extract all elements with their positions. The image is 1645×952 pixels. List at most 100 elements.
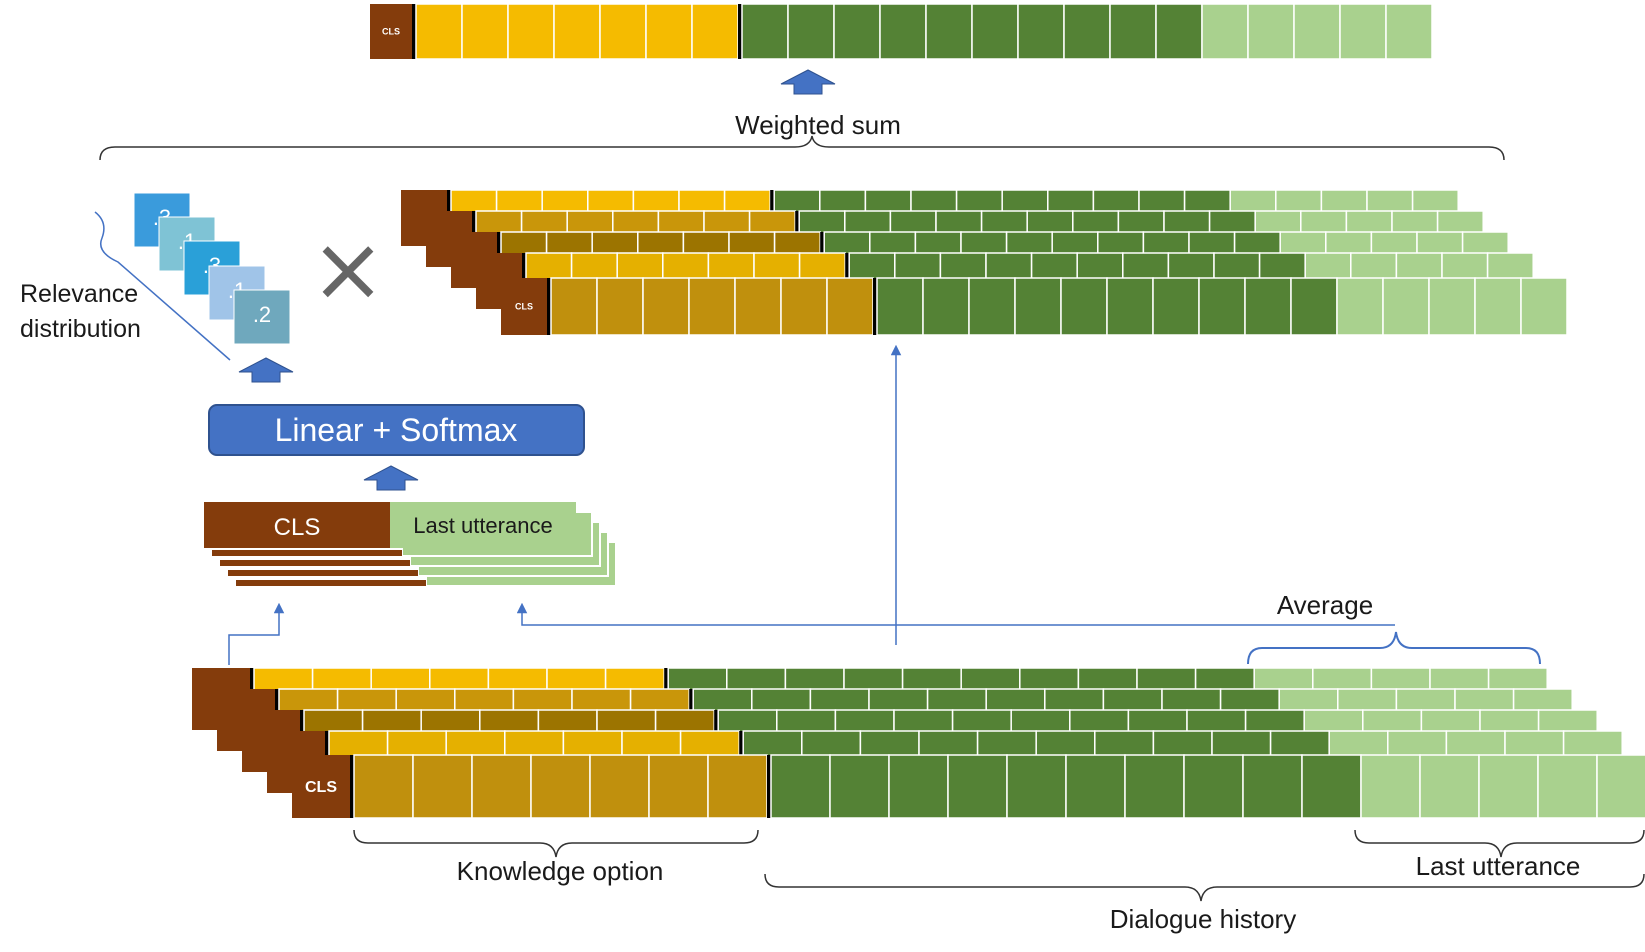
cls-connector-line: [228, 602, 285, 665]
sequence-row: CLS: [501, 277, 1568, 336]
history-token: [1006, 754, 1067, 819]
history-token: [787, 3, 835, 60]
history-token: [1155, 3, 1203, 60]
knowledge-token: [471, 754, 532, 819]
knowledge-option-brace: [353, 829, 759, 858]
history-token: [741, 3, 789, 60]
knowledge-token: [553, 3, 601, 60]
utterance-token: [1419, 754, 1480, 819]
dialogue-history-label: Dialogue history: [1110, 904, 1296, 934]
knowledge-token: [415, 3, 463, 60]
knowledge-token: [707, 754, 768, 819]
weighted-output-sequence: CLS: [370, 3, 1433, 60]
up-arrow-icon: [238, 357, 294, 383]
utterance-token: [1520, 277, 1568, 336]
history-token: [1017, 3, 1065, 60]
linear-softmax-box: [208, 404, 585, 456]
last-utterance-brace: [1354, 829, 1645, 858]
sequence-row: CLS: [292, 754, 1645, 819]
knowledge-token: [826, 277, 874, 336]
history-token: [1109, 3, 1157, 60]
history-token: [833, 3, 881, 60]
history-token: [1198, 277, 1246, 336]
history-token: [1063, 3, 1111, 60]
history-token: [879, 3, 927, 60]
utterance-token: [1478, 754, 1539, 819]
cls-token-label: CLS: [515, 302, 533, 312]
relevance-cards: .3.1.3.1.2: [133, 192, 291, 345]
utterance-token: [1336, 277, 1384, 336]
knowledge-option-label: Knowledge option: [457, 856, 664, 886]
history-token: [968, 277, 1016, 336]
knowledge-token: [645, 3, 693, 60]
stack-cls-layer: [236, 580, 426, 586]
average-label: Average: [1277, 590, 1373, 620]
history-token: [1124, 754, 1185, 819]
dialogue-history-brace: [764, 873, 1645, 902]
relevance-card: [233, 289, 291, 345]
utterance-token: [1247, 3, 1295, 60]
history-token: [1152, 277, 1200, 336]
utterance-token: [1339, 3, 1387, 60]
history-token: [922, 277, 970, 336]
last-utterance-label: Last utterance: [1416, 851, 1581, 881]
cls-token-label: CLS: [305, 779, 337, 796]
history-token: [1060, 277, 1108, 336]
knowledge-token: [599, 3, 647, 60]
utterance-token: [1385, 3, 1433, 60]
utterance-token: [1293, 3, 1341, 60]
separator-token: [738, 4, 742, 59]
sequence-row: CLS: [370, 3, 1433, 60]
history-token: [1290, 277, 1338, 336]
knowledge-token: [353, 754, 414, 819]
cls-box-label: CLS: [274, 514, 321, 541]
last-utterance-box-label: Last utterance: [413, 513, 552, 538]
relevance-brace: [94, 211, 231, 361]
candidate-sequence-stack: CLS: [401, 189, 1568, 336]
utterance-token: [1596, 754, 1645, 819]
up-arrow-shape: [363, 465, 419, 491]
history-token: [770, 754, 831, 819]
multiply-icon: ×: [310, 217, 385, 322]
knowledge-token: [688, 277, 736, 336]
separator-token: [873, 278, 877, 335]
history-token: [829, 754, 890, 819]
weighted-sum-brace: [99, 135, 1505, 161]
relevance-value: .2: [253, 302, 271, 327]
separator-token: [767, 755, 771, 818]
utterance-token: [1537, 754, 1598, 819]
cls-utterance-stack: CLS Last utterance: [204, 502, 617, 587]
cls-token: [292, 755, 350, 818]
separator-token: [547, 278, 551, 335]
knowledge-token: [412, 754, 473, 819]
knowledge-token: [691, 3, 739, 60]
history-token: [971, 3, 1019, 60]
utterance-token: [1201, 3, 1249, 60]
knowledge-token: [507, 3, 555, 60]
utterance-token: [1360, 754, 1421, 819]
cls-token-label: CLS: [382, 27, 400, 37]
stack-cls-layer: [228, 570, 418, 576]
up-arrow-shape: [238, 357, 294, 383]
knowledge-token: [596, 277, 644, 336]
average-brace: [1247, 631, 1541, 665]
stack-cls-layer: [212, 550, 402, 556]
history-token: [1242, 754, 1303, 819]
knowledge-token: [642, 277, 690, 336]
up-arrow-shape: [780, 69, 836, 95]
cls-token: [370, 4, 412, 59]
separator-token: [412, 4, 416, 59]
last-utterance-box: [390, 502, 576, 548]
history-token: [888, 754, 949, 819]
separator-token: [350, 755, 354, 818]
knowledge-token: [461, 3, 509, 60]
history-token: [1301, 754, 1362, 819]
history-token: [1065, 754, 1126, 819]
cls-box: [204, 502, 390, 548]
knowledge-token: [780, 277, 828, 336]
average-connector-line: [516, 602, 1395, 626]
history-token: [1244, 277, 1292, 336]
knowledge-token: [734, 277, 782, 336]
